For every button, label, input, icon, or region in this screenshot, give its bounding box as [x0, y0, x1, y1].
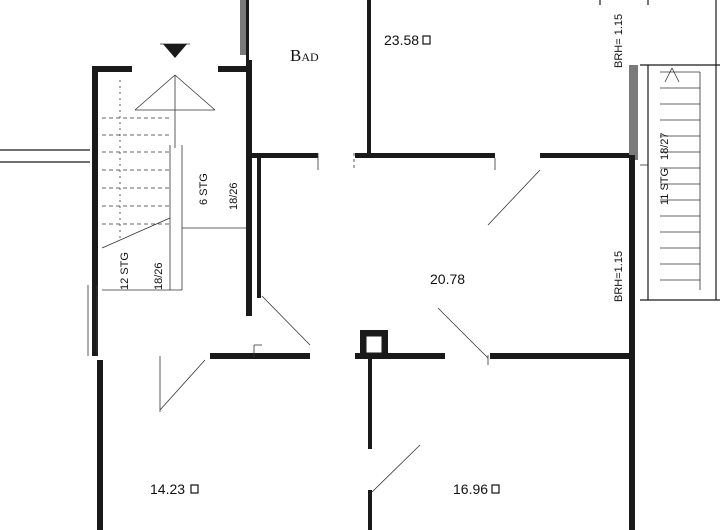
wall-corridor-right — [540, 153, 635, 158]
stair-left-lower-ratio: 18/26 — [153, 262, 165, 290]
wall-rooms-top-right — [490, 353, 635, 359]
wall-hall-left — [257, 158, 261, 298]
wall-top-left — [246, 0, 249, 60]
wall-hatch-right — [629, 65, 638, 160]
wall-right-lower — [629, 360, 635, 530]
room-area-right: 16.96 — [453, 481, 488, 497]
labels: Bad 23.58 20.78 14.23 16.96 12 STG 18/26… — [119, 14, 671, 497]
wall-stair-left — [92, 66, 98, 356]
thin-lines — [0, 0, 720, 493]
wall-left-lower — [97, 360, 103, 530]
room-area-bad: 23.58 — [384, 32, 419, 48]
stair-left-lower-count: 12 STG — [119, 252, 131, 290]
entrance-arrow-icon — [163, 44, 187, 58]
area-unit-icon — [190, 484, 199, 494]
wall-room-divider — [368, 359, 372, 449]
stair-right-ratio: 18/27 — [659, 132, 671, 160]
wall-room-divider-lower — [368, 490, 372, 530]
stair-right-count: 11 STG — [659, 168, 671, 205]
wall-corridor-left — [250, 153, 318, 158]
area-unit-icon — [422, 35, 431, 45]
stair-left-upper-count: 6 STG — [198, 173, 210, 205]
stair-left-upper-ratio: 18/26 — [228, 182, 240, 210]
wall-bath-divider — [367, 0, 371, 158]
chimney-flue — [365, 335, 383, 354]
wall-stair-top-left — [92, 66, 132, 72]
wall-rooms-top-mid — [355, 353, 445, 359]
room-label-bad: Bad — [290, 46, 319, 65]
wall-stair-top-right — [218, 66, 250, 72]
window-brh-top: BRH= 1.15 — [613, 14, 625, 68]
wall-right-upper — [629, 155, 635, 360]
wall-corridor-mid — [355, 153, 495, 158]
room-area-left: 14.23 — [150, 481, 185, 497]
wall-rooms-top-left — [210, 353, 310, 359]
area-unit-icon — [491, 484, 500, 494]
window-brh-mid: BRH=1.15 — [613, 251, 625, 302]
room-area-hall: 20.78 — [430, 271, 465, 287]
wall-hatch-top-left — [240, 0, 248, 55]
walls — [92, 0, 638, 530]
wall-stair-right — [246, 60, 252, 316]
